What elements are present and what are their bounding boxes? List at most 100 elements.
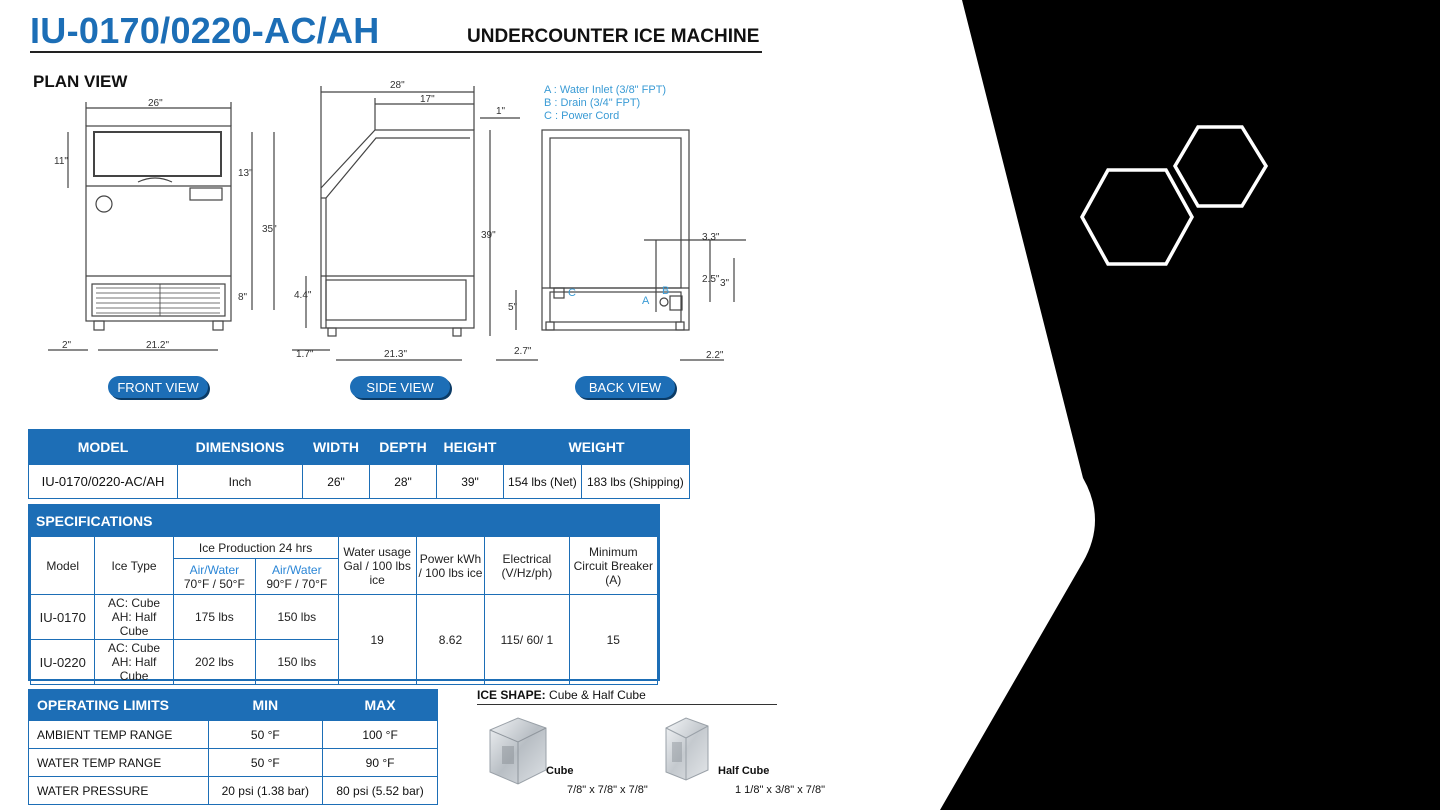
- ops-label: WATER PRESSURE: [28, 776, 209, 805]
- ops-min: 50 °F: [207, 720, 324, 749]
- specifications-table: Model Ice Type Ice Production 24 hrs Wat…: [29, 536, 659, 685]
- dim-back-25: 2.5": [702, 274, 720, 285]
- side-view-drawing: [292, 86, 520, 361]
- cell-unit: Inch: [177, 464, 303, 499]
- spec-prod-2: 150 lbs: [255, 639, 339, 685]
- cell-model: IU-0170/0220-AC/AH: [28, 464, 178, 499]
- ops-max: 100 °F: [322, 720, 438, 749]
- dim-front-bottom: 8": [238, 292, 248, 303]
- back-view-drawing: [496, 129, 746, 361]
- spec-water: 19: [337, 594, 417, 685]
- cell-weight-shipping: 183 lbs (Shipping): [580, 464, 691, 499]
- cube-label: Cube: [546, 765, 574, 777]
- spec-model: IU-0220: [29, 639, 96, 685]
- plan-view-heading: PLAN VIEW: [33, 72, 128, 91]
- col-weight: WEIGHT: [503, 429, 690, 465]
- spec-electrical: 115/ 60/ 1: [484, 594, 570, 685]
- half-cube-ice-image: [665, 717, 709, 781]
- dim-side-left: 1.7": [296, 349, 314, 360]
- dim-side-base: 21.3": [384, 349, 407, 360]
- dim-front-mid: 13": [238, 168, 253, 179]
- front-view-button[interactable]: FRONT VIEW: [108, 376, 208, 398]
- col-height: HEIGHT: [436, 429, 504, 465]
- ops-title: OPERATING LIMITS: [28, 689, 209, 721]
- spec-col-model: Model: [29, 536, 96, 595]
- ice-shape-heading: ICE SHAPE: Cube & Half Cube: [477, 688, 646, 702]
- cell-depth: 28": [369, 464, 437, 499]
- dim-front-top: 11": [54, 156, 68, 167]
- cell-height: 39": [436, 464, 504, 499]
- page-title: IU-0170/0220-AC/AH: [30, 10, 380, 51]
- cell-width: 26": [302, 464, 370, 499]
- dim-side-one: 1": [496, 106, 506, 117]
- col-dimensions: DIMENSIONS: [177, 429, 303, 465]
- back-view-button[interactable]: BACK VIEW: [575, 376, 675, 398]
- dim-front-base: 21.2": [146, 340, 169, 351]
- spec-col-power: Power kWh / 100 lbs ice: [415, 536, 486, 595]
- cube-ice-image: [489, 717, 547, 785]
- spec-col-electrical: Electrical (V/Hz/ph): [484, 536, 570, 595]
- half-cube-label: Half Cube: [718, 765, 770, 777]
- aw1-label: Air/Water: [189, 562, 240, 577]
- dimensions-header-row: MODEL DIMENSIONS WIDTH DEPTH HEIGHT WEIG…: [28, 429, 690, 465]
- ops-label: AMBIENT TEMP RANGE: [28, 720, 209, 749]
- dim-side-depth: 28": [390, 80, 405, 91]
- table-row: AMBIENT TEMP RANGE 50 °F 100 °F: [28, 720, 438, 749]
- spec-col-breaker: Minimum Circuit Breaker (A): [568, 536, 659, 595]
- ice-shape-value: Cube & Half Cube: [549, 688, 646, 702]
- dim-back-27: 2.7": [514, 346, 532, 357]
- aw2-temp: 90°F / 70°F: [266, 576, 328, 591]
- side-view-button[interactable]: SIDE VIEW: [350, 376, 450, 398]
- ops-col-min: MIN: [207, 689, 324, 721]
- aw1-temp: 70°F / 50°F: [183, 576, 245, 591]
- dimensions-table: MODEL DIMENSIONS WIDTH DEPTH HEIGHT WEIG…: [28, 429, 691, 499]
- table-row: IU-0170/0220-AC/AH Inch 26" 28" 39" 154 …: [28, 464, 691, 499]
- ice-type-ac: AC: Cube: [108, 596, 161, 610]
- dim-side-low: 4.4": [294, 290, 312, 301]
- ops-col-max: MAX: [322, 689, 438, 721]
- ice-shape-label: ICE SHAPE:: [477, 688, 546, 702]
- ops-max: 80 psi (5.52 bar): [322, 776, 438, 805]
- ice-type-ah: AH: Half Cube: [111, 610, 157, 638]
- label-c: C: [568, 287, 576, 299]
- dim-back-3: 3": [720, 278, 730, 289]
- col-model: MODEL: [28, 429, 178, 465]
- legend-drain: B : Drain (3/4" FPT): [544, 97, 640, 109]
- specifications-title: SPECIFICATIONS: [30, 506, 658, 536]
- dim-back-5: 5": [508, 302, 518, 313]
- technical-drawings: 26" 11" 13" 35" 8" 2" 21.2" 28" 17" 1" 3…: [48, 80, 746, 361]
- ice-shape-divider: [477, 704, 777, 705]
- ice-type-ac: AC: Cube: [108, 641, 161, 655]
- title-divider: [30, 51, 762, 53]
- ops-label: WATER TEMP RANGE: [28, 748, 209, 777]
- cube-size: 7/8" x 7/8" x 7/8": [567, 784, 648, 796]
- col-width: WIDTH: [302, 429, 370, 465]
- spec-col-ice-type: Ice Type: [94, 536, 174, 595]
- dim-front-left: 2": [62, 340, 72, 351]
- page-subtitle: UNDERCOUNTER ICE MACHINE: [467, 26, 760, 47]
- col-depth: DEPTH: [369, 429, 437, 465]
- label-a: A: [642, 295, 650, 307]
- aw2-label: Air/Water: [272, 562, 322, 577]
- ops-min: 50 °F: [207, 748, 324, 777]
- operating-limits-table: OPERATING LIMITS MIN MAX AMBIENT TEMP RA…: [28, 689, 438, 805]
- dim-back-22: 2.2": [706, 350, 724, 361]
- spec-power: 8.62: [415, 594, 486, 685]
- spec-col-ice-production: Ice Production 24 hrs: [172, 536, 339, 559]
- legend-water-inlet: A : Water Inlet (3/8" FPT): [544, 84, 666, 96]
- dim-front-total: 35": [262, 224, 277, 235]
- dim-side-inner: 17": [420, 94, 435, 105]
- dim-front-width: 26": [148, 98, 163, 109]
- label-b: B: [662, 285, 669, 297]
- spec-prod-1: 202 lbs: [172, 639, 257, 685]
- front-view-drawing: [48, 102, 275, 351]
- dim-side-height: 39": [481, 230, 496, 241]
- spec-prod-2: 150 lbs: [255, 594, 339, 640]
- table-row: WATER PRESSURE 20 psi (1.38 bar) 80 psi …: [28, 776, 438, 805]
- dim-back-33: 3.3": [702, 232, 720, 243]
